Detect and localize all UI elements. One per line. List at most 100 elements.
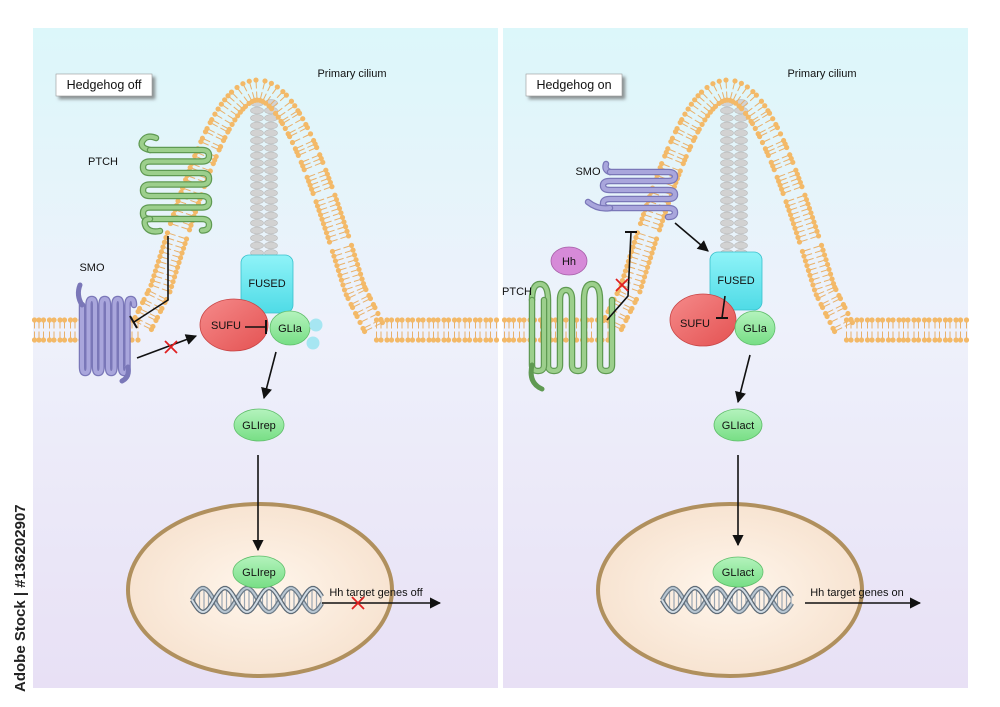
lipid-head <box>770 116 776 122</box>
lipid-tail <box>227 114 234 120</box>
lipid-head <box>477 317 483 323</box>
lipid-head <box>345 295 351 302</box>
lipid-head <box>289 139 296 146</box>
gli-nucleus-label: GLIrep <box>242 567 276 579</box>
lipid-tail <box>681 123 688 127</box>
gli-fragment <box>306 336 320 350</box>
lipid-head <box>932 337 938 343</box>
lipid-tail <box>167 269 175 272</box>
lipid-head <box>749 120 756 127</box>
lipid-head <box>441 317 447 323</box>
lipid-head <box>31 337 38 343</box>
lipid-head <box>160 244 166 250</box>
lipid-head <box>483 337 489 343</box>
lipid-head <box>679 117 685 123</box>
lipid-tail <box>789 202 796 206</box>
lipid-tail <box>366 327 373 332</box>
lipid-tail <box>334 217 341 221</box>
lipid-head <box>313 199 319 205</box>
lipid-head <box>710 81 716 87</box>
lipid-tail <box>334 248 341 252</box>
lipid-head <box>516 337 523 343</box>
lipid-head <box>805 267 812 274</box>
lipid-head <box>174 264 181 270</box>
lipid-head <box>183 236 190 242</box>
lipid-head <box>777 182 783 188</box>
lipid-tail <box>769 151 777 156</box>
lipid-tail <box>160 261 167 265</box>
lipid-head <box>372 304 378 311</box>
lipid-tail <box>634 278 642 282</box>
lipid-tail <box>169 264 176 268</box>
lipid-head <box>766 110 773 116</box>
lipid-tail <box>678 152 685 157</box>
lipid-head <box>332 192 338 198</box>
lipid-head <box>845 310 851 317</box>
lipid-tail <box>624 304 631 309</box>
lipid-head <box>799 248 806 255</box>
lipid-head <box>269 106 275 112</box>
lipid-head <box>493 337 500 343</box>
lipid-head <box>322 225 328 231</box>
gli-rep-label: GLIrep <box>242 420 276 432</box>
lipid-head <box>633 234 639 241</box>
lipid-head <box>639 216 645 222</box>
lipid-tail <box>761 132 768 137</box>
lipid-tail <box>703 106 710 112</box>
state-label: Hedgehog on <box>536 78 611 92</box>
lipid-tail <box>754 102 761 107</box>
microtubule-segment <box>250 211 264 220</box>
lipid-head <box>630 244 636 250</box>
lipid-tail <box>674 138 681 143</box>
lipid-tail <box>687 133 694 138</box>
lipid-tail <box>784 190 792 194</box>
axoneme <box>720 99 748 265</box>
lipid-head <box>338 277 345 283</box>
lipid-tail <box>742 102 749 108</box>
lipid-tail <box>308 147 316 152</box>
lipid-head <box>622 268 629 274</box>
lipid-head <box>739 106 745 112</box>
microtubule-segment <box>250 241 264 250</box>
lipid-head <box>300 116 306 122</box>
lipid-tail <box>155 275 163 279</box>
lipid-head <box>40 317 47 323</box>
lipid-tail <box>251 92 255 99</box>
lipid-tail <box>266 95 272 102</box>
lipid-tail <box>358 312 365 317</box>
lipid-head <box>864 337 871 343</box>
lipid-head <box>784 144 790 151</box>
lipid-head <box>326 239 333 245</box>
lipid-head <box>765 152 771 159</box>
lipid-head <box>72 317 78 323</box>
lipid-head <box>274 84 280 90</box>
lipid-tail <box>636 273 643 277</box>
lipid-head <box>787 212 794 218</box>
lipid-tail <box>831 295 838 300</box>
lipid-tail <box>836 327 843 332</box>
lipid-head <box>67 337 74 343</box>
lipid-head <box>784 203 791 209</box>
lipid-tail <box>349 294 356 299</box>
lipid-tail <box>765 119 772 124</box>
lipid-head <box>652 241 658 247</box>
ptch-inhibits-smo-blocked <box>606 231 637 321</box>
lipid-tail <box>340 236 347 240</box>
lipid-head <box>837 295 844 302</box>
lipid-tail <box>169 232 176 236</box>
lipid-tail <box>211 145 218 150</box>
lipid-head <box>953 317 959 323</box>
lipid-head <box>306 178 312 184</box>
lipid-head <box>911 337 917 343</box>
lipid-tail <box>636 242 643 246</box>
lipid-head <box>177 255 184 261</box>
lipid-tail <box>350 269 358 273</box>
lipid-tail <box>826 287 834 291</box>
lipid-head <box>602 314 608 321</box>
lipid-head <box>229 121 235 127</box>
lipid-tail <box>672 167 679 171</box>
lipid-tail <box>328 199 335 203</box>
lipid-head <box>188 222 194 228</box>
lipid-tail <box>141 308 148 313</box>
lipid-head <box>36 337 42 343</box>
